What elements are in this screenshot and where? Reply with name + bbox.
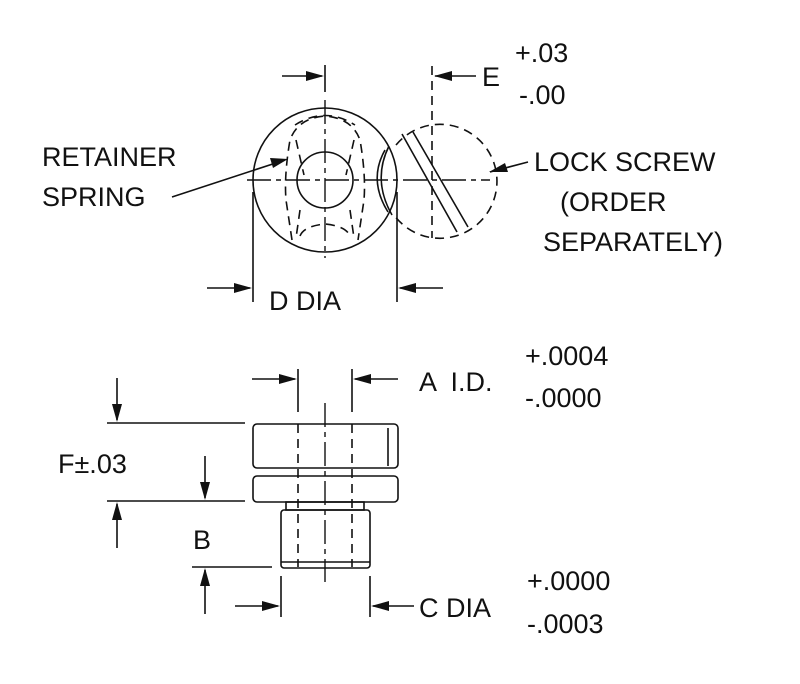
arrowhead xyxy=(234,283,252,293)
arrowhead xyxy=(371,601,389,611)
arrowhead xyxy=(200,482,210,500)
e-tol-plus: +.03 xyxy=(515,38,568,68)
side-view: A I.D. +.0004 -.0000 F±.03 B C DIA +.000… xyxy=(58,341,610,639)
a-tol-minus: -.0000 xyxy=(525,383,602,413)
top-view: RETAINER SPRING LOCK SCREW (ORDER SEPARA… xyxy=(42,38,723,316)
b-label: B xyxy=(193,525,211,555)
arrowhead xyxy=(112,502,122,520)
arrowhead xyxy=(112,404,122,422)
order-label: (ORDER xyxy=(560,187,667,217)
arrowhead xyxy=(398,283,416,293)
c-dia-label: C DIA xyxy=(419,593,491,623)
lock-screw-slot xyxy=(401,131,469,233)
a-tol-plus: +.0004 xyxy=(525,341,608,371)
spring-label: SPRING xyxy=(42,182,146,212)
d-dia-label: D DIA xyxy=(269,286,341,316)
retainer-leader xyxy=(171,159,286,198)
f-label: F±.03 xyxy=(58,449,127,479)
lock-screw-label: LOCK SCREW xyxy=(534,147,716,177)
separately-label: SEPARATELY) xyxy=(543,227,723,257)
arrowhead xyxy=(200,568,210,586)
arrowhead xyxy=(434,71,452,81)
e-label: E xyxy=(482,62,500,92)
arrowhead xyxy=(353,374,371,384)
arrowhead xyxy=(279,374,297,384)
lock-screw-outline xyxy=(393,123,498,240)
a-id-label: A I.D. xyxy=(419,367,493,397)
arrowhead xyxy=(262,601,280,611)
c-tol-plus: +.0000 xyxy=(527,566,610,596)
arrowhead xyxy=(270,158,288,168)
e-tol-minus: -.00 xyxy=(519,80,566,110)
retainer-label: RETAINER xyxy=(42,142,177,172)
c-tol-minus: -.0003 xyxy=(527,609,604,639)
arrowhead xyxy=(306,71,324,81)
arrowhead xyxy=(489,163,508,172)
